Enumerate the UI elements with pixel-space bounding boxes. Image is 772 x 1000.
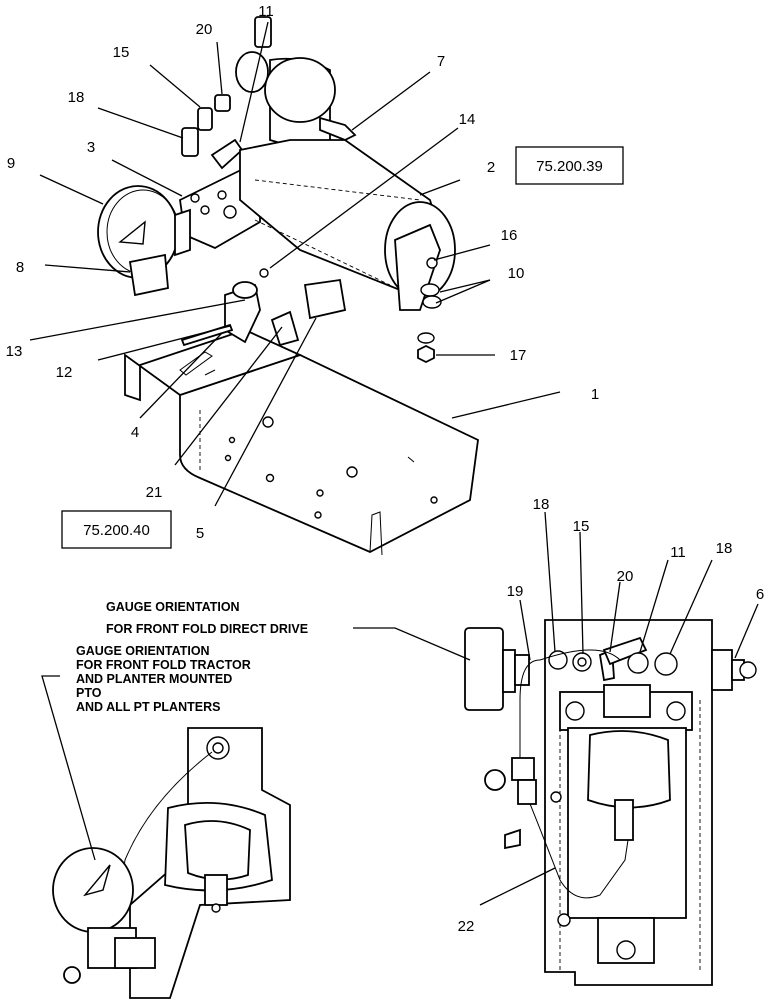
callout-label: 18 [533, 496, 550, 513]
reference-box-label: 75.200.40 [83, 522, 150, 539]
callout-label: 22 [458, 918, 475, 935]
callout-label: 18 [716, 540, 733, 557]
callout-label: 9 [7, 155, 15, 172]
small-parts [180, 268, 347, 347]
direct-drive-view [464, 619, 757, 986]
tractor-planter-view [52, 727, 291, 999]
callout-label: 18 [68, 89, 85, 106]
callout-label: 4 [131, 424, 139, 441]
fittings [181, 94, 244, 170]
note-tractor-line: GAUGE ORIENTATION [76, 644, 210, 658]
callout-label: 12 [56, 364, 73, 381]
callout-label: 15 [573, 518, 590, 535]
exploded-assembly [97, 16, 479, 556]
callout-label: 17 [510, 347, 527, 364]
mounting-bracket [124, 329, 479, 556]
callout-label: 13 [6, 343, 23, 360]
reference-box [61, 510, 172, 549]
callout-label: 11 [670, 544, 686, 561]
callout-label: 11 [258, 3, 274, 20]
orientation-notes: GAUGE ORIENTATION FOR FRONT FOLD DIRECT … [76, 600, 308, 714]
leader-lines-right [353, 511, 759, 906]
note-direct-drive-line: FOR FRONT FOLD DIRECT DRIVE [106, 622, 308, 636]
note-direct-drive-line: GAUGE ORIENTATION [106, 600, 240, 614]
callout-label: 15 [113, 44, 130, 61]
callout-label: 2 [487, 159, 495, 176]
note-tractor-line: AND ALL PT PLANTERS [76, 700, 220, 714]
reference-boxes: 75.200.39 75.200.40 [61, 146, 624, 549]
callout-label: 1 [591, 386, 599, 403]
callout-label: 6 [756, 586, 764, 603]
solenoid-valve [235, 16, 357, 146]
note-tractor-line: PTO [76, 686, 102, 700]
callout-label: 21 [146, 484, 163, 501]
leader-lines-left [41, 675, 96, 861]
reference-box-label: 75.200.39 [536, 158, 603, 175]
callout-label: 20 [617, 568, 634, 585]
callout-label: 8 [16, 259, 24, 276]
callout-label: 14 [459, 111, 476, 128]
callout-label: 20 [196, 21, 213, 38]
pump-motor [239, 139, 456, 311]
callout-label: 7 [437, 53, 445, 70]
callout-label: 5 [196, 525, 204, 542]
callout-label: 3 [87, 139, 95, 156]
hardware [417, 257, 442, 364]
pressure-gauge [97, 185, 191, 297]
callout-label: 19 [507, 583, 524, 600]
note-tractor-line: FOR FRONT FOLD TRACTOR [76, 658, 251, 672]
callout-label: 10 [508, 265, 525, 282]
callout-label: 16 [501, 227, 518, 244]
callout-labels: 11 20 15 7 18 14 3 2 9 16 10 8 13 12 17 … [6, 3, 765, 935]
reference-box [515, 146, 624, 185]
leader-lines-top [29, 21, 561, 507]
note-tractor-line: AND PLANTER MOUNTED [76, 672, 232, 686]
